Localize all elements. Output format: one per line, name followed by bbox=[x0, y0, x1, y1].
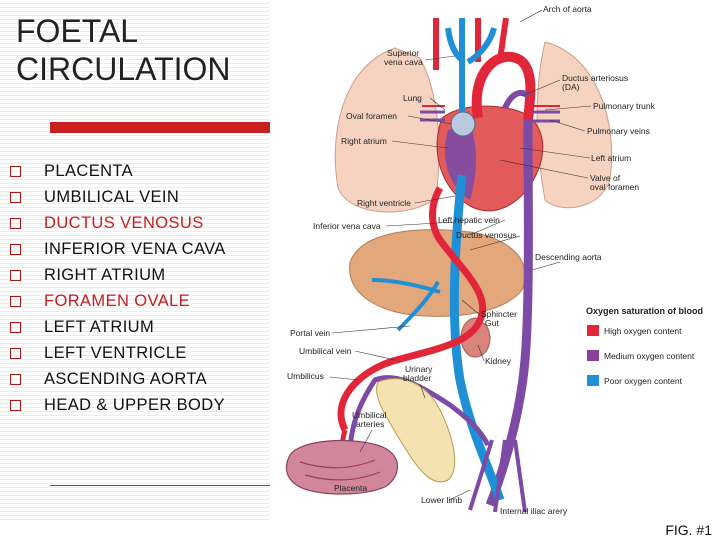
label-kidney: Kidney bbox=[485, 356, 512, 366]
figure-label: FIG. #1 bbox=[665, 522, 712, 538]
bullet-item-right-atrium: RIGHT ATRIUM bbox=[10, 262, 226, 288]
lower-limb-vessels bbox=[468, 439, 527, 513]
bullet-text: FORAMEN OVALE bbox=[44, 291, 191, 310]
right-lung bbox=[334, 47, 440, 213]
leader-lines bbox=[329, 9, 592, 501]
label-svc-line2: vena cava bbox=[384, 57, 423, 67]
foetal-circulation-diagram: Arch of aorta Superior vena cava Lung Ov… bbox=[285, 4, 703, 516]
bullet-text: ASCENDING AORTA bbox=[44, 369, 208, 388]
label-pulmonary-veins: Pulmonary veins bbox=[587, 126, 650, 136]
kidney bbox=[460, 317, 491, 358]
slide-left-panel bbox=[0, 0, 270, 520]
label-portal-vein: Portal vein bbox=[290, 328, 330, 338]
label-right-ventricle: Right ventricle bbox=[357, 198, 411, 208]
aortic-arch bbox=[471, 51, 536, 121]
title-line-1: FOETAL bbox=[16, 13, 139, 49]
bullet-square-icon bbox=[10, 373, 21, 385]
bullet-square-icon bbox=[10, 191, 21, 203]
legend-label-high: High oxygen content bbox=[604, 326, 682, 336]
bullet-square-icon bbox=[10, 165, 21, 177]
label-arch-of-aorta: Arch of aorta bbox=[543, 4, 592, 14]
bullet-text: RIGHT ATRIUM bbox=[44, 265, 166, 284]
bullet-text: DUCTUS VENOSUS bbox=[44, 213, 204, 232]
placenta-vessels bbox=[299, 459, 381, 481]
inferior-vena-cava bbox=[449, 174, 505, 502]
bullet-text: LEFT ATRIUM bbox=[44, 317, 155, 336]
bullet-text: PLACENTA bbox=[44, 161, 134, 180]
label-left-atrium: Left atrium bbox=[591, 153, 631, 163]
label-ductus-arteriosus-2: (DA) bbox=[562, 82, 580, 92]
label-urinary-line2: bladder bbox=[403, 373, 432, 383]
bullet-square-icon bbox=[10, 269, 21, 281]
bullet-square-icon bbox=[10, 321, 21, 333]
bullet-text: INFERIOR VENA CAVA bbox=[44, 239, 226, 258]
label-ductus-venosus: Ductus venosus bbox=[456, 230, 516, 240]
heart-purple-region bbox=[444, 124, 476, 200]
label-oval-foramen: Oval foramen bbox=[346, 111, 397, 121]
label-umbilical-arteries-1: Umbilical bbox=[352, 410, 387, 420]
neck-veins bbox=[445, 18, 497, 112]
legend-title: Oxygen saturation of blood bbox=[586, 306, 703, 316]
pulmonary-vessels bbox=[420, 110, 560, 123]
title-line-2: CIRCULATION bbox=[16, 51, 231, 87]
bullet-text: HEAD & UPPER BODY bbox=[44, 395, 226, 414]
label-umbilical-arteries-2: arteries bbox=[356, 419, 384, 429]
legend-swatch-medium bbox=[587, 350, 599, 361]
label-descending-aorta: Descending aorta bbox=[535, 252, 602, 262]
label-gut: Gut bbox=[485, 318, 499, 328]
ductus-arteriosus bbox=[502, 89, 531, 110]
left-lung bbox=[536, 41, 613, 209]
label-internal-iliac: Internal iliac arery bbox=[500, 506, 568, 516]
bullet-list: PLACENTA UMBILICAL VEIN DUCTUS VENOSUS I… bbox=[10, 158, 226, 418]
legend-swatch-high bbox=[587, 325, 599, 336]
label-valve-line2: oval foramen bbox=[590, 182, 639, 192]
bullet-item-ductus-venosus: DUCTUS VENOSUS bbox=[10, 210, 226, 236]
legend-label-poor: Poor oxygen content bbox=[604, 376, 683, 386]
slide-title: FOETAL CIRCULATION bbox=[16, 12, 231, 88]
oval-foramen bbox=[450, 111, 476, 137]
bullet-square-icon bbox=[10, 295, 21, 307]
bullet-square-icon bbox=[10, 399, 21, 411]
urinary-bladder bbox=[376, 378, 456, 483]
oxygen-legend: Oxygen saturation of blood High oxygen c… bbox=[586, 306, 703, 386]
bullet-item-inferior-vena-cava: INFERIOR VENA CAVA bbox=[10, 236, 226, 262]
bullet-item-placenta: PLACENTA bbox=[10, 158, 226, 184]
bullet-square-icon bbox=[10, 243, 21, 255]
label-lower-limb: Lower limb bbox=[421, 495, 462, 505]
label-placenta: Placenta bbox=[334, 483, 367, 493]
bullet-item-left-atrium: LEFT ATRIUM bbox=[10, 314, 226, 340]
legend-label-medium: Medium oxygen content bbox=[604, 351, 695, 361]
label-svc-line1: Superior bbox=[387, 48, 419, 58]
bullet-text: UMBILICAL VEIN bbox=[44, 187, 180, 206]
bullet-item-ascending-aorta: ASCENDING AORTA bbox=[10, 366, 226, 392]
portal-vein bbox=[371, 278, 441, 332]
bullet-item-foramen-ovale: FORAMEN OVALE bbox=[10, 288, 226, 314]
umbilical-vein bbox=[337, 186, 487, 432]
bullet-item-umbilical-vein: UMBILICAL VEIN bbox=[10, 184, 226, 210]
label-sphincter: Sphincter bbox=[481, 309, 517, 319]
label-ivc: Inferior vena cava bbox=[313, 221, 381, 231]
label-umbilical-vein: Umbilical vein bbox=[299, 346, 352, 356]
label-left-hepatic-vein: Left hepatic vein bbox=[438, 215, 500, 225]
label-lung: Lung bbox=[403, 93, 422, 103]
title-accent-bar bbox=[50, 122, 270, 133]
bullet-square-icon bbox=[10, 217, 21, 229]
label-urinary-line1: Urinary bbox=[405, 364, 433, 374]
bullet-square-icon bbox=[10, 347, 21, 359]
bullet-item-head-upper-body: HEAD & UPPER BODY bbox=[10, 392, 226, 418]
liver bbox=[349, 229, 526, 317]
label-pulmonary-trunk: Pulmonary trunk bbox=[593, 101, 656, 111]
label-right-atrium: Right atrium bbox=[341, 136, 387, 146]
label-umbilicus: Umbilicus bbox=[287, 371, 324, 381]
bullet-item-left-ventricle: LEFT VENTRICLE bbox=[10, 340, 226, 366]
label-valve-line1: Valve of bbox=[590, 173, 621, 183]
bottom-divider bbox=[50, 485, 270, 486]
bullet-text: LEFT VENTRICLE bbox=[44, 343, 187, 362]
legend-swatch-poor bbox=[587, 375, 599, 386]
label-ductus-arteriosus-1: Ductus arteriosus bbox=[562, 73, 628, 83]
